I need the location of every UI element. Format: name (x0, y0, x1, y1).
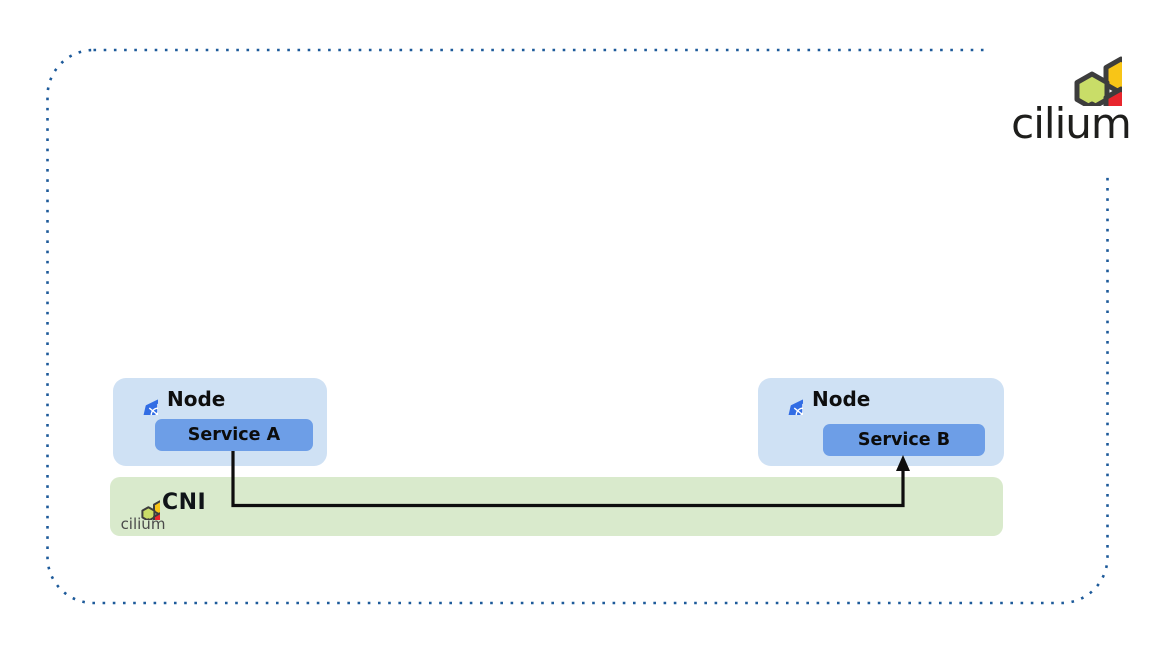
cni-layer-bar: CNI cilium (110, 477, 1003, 536)
node-label: Node (812, 386, 871, 411)
cilium-brand-badge: cilium (988, 0, 1154, 176)
node-label: Node (167, 386, 226, 411)
kubernetes-icon (770, 382, 803, 415)
cilium-logo-icon (1020, 6, 1122, 106)
cilium-caption: cilium (120, 515, 166, 533)
node-header: Node (125, 382, 225, 415)
node-header: Node (770, 382, 870, 415)
cilium-wordmark: cilium (1011, 99, 1132, 148)
cilium-logo-icon-small (120, 480, 160, 520)
service-b-box: Service B (823, 424, 985, 456)
cni-label: CNI (162, 490, 207, 515)
kubernetes-icon (125, 382, 158, 415)
service-a-box: Service A (155, 419, 313, 451)
